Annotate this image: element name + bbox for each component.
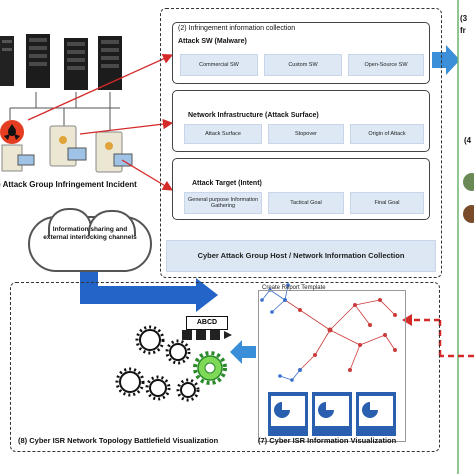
right-arrow-top xyxy=(432,45,460,75)
viz8-label: (8) Cyber ISR Network Topology Battlefie… xyxy=(18,436,219,445)
attack-sw-title: Attack SW (Malware) xyxy=(178,38,247,45)
red-dashed-connector xyxy=(412,318,474,358)
infected-computer-icon-2 xyxy=(49,125,87,167)
left-arrow-blue xyxy=(230,340,256,364)
right-clipped-label-4: (4 xyxy=(464,136,472,145)
chip-final-goal: Final Goal xyxy=(350,192,424,214)
cloud-bump-2 xyxy=(88,210,136,236)
network-topology-graph-blue xyxy=(261,284,301,381)
network-links xyxy=(9,92,120,130)
server-rack-2 xyxy=(26,34,50,88)
chip-stopover: Stopover xyxy=(268,124,344,144)
right-clipped-label-fr: fr xyxy=(460,26,466,35)
infected-computer-icon-3 xyxy=(95,131,133,173)
network-infra-title: Network Infrastructure (Attack Surface) xyxy=(188,112,319,119)
chip-commercial-sw: Commercial SW xyxy=(180,54,258,76)
collection-panel xyxy=(160,8,442,278)
hazard-icon xyxy=(0,120,24,144)
collection-title: (2) Infringement information collection xyxy=(178,25,296,32)
chip-open-source-sw: Open-Source SW xyxy=(348,54,424,76)
attack-target-title: Attack Target (Intent) xyxy=(192,180,262,187)
collection-arrows xyxy=(27,54,174,191)
abcd-control-icons xyxy=(182,330,232,340)
gear-icon-group xyxy=(115,325,227,402)
chip-custom-sw: Custom SW xyxy=(264,54,342,76)
incident-label: ) Attack Group Infringement Incident xyxy=(0,180,137,189)
right-clipped-label-3: (3 xyxy=(460,14,468,23)
chip-general-purpose: General purpose Information Gathering xyxy=(184,192,262,214)
server-rack-1 xyxy=(0,36,14,86)
create-report-label: Create Report Template xyxy=(262,285,326,291)
network-topology-graph xyxy=(284,299,396,371)
server-rack-4 xyxy=(98,36,122,90)
green-node-icon-2 xyxy=(463,205,474,223)
chip-attack-surface: Attack Surface xyxy=(184,124,262,144)
report-template-panel xyxy=(258,290,406,442)
abcd-box: ABCD xyxy=(186,316,228,330)
blue-flow-arrow xyxy=(80,258,206,304)
green-node-icon-1 xyxy=(463,173,474,191)
chip-tactical-goal: Tactical Goal xyxy=(268,192,344,214)
viz7-label: (7) Cyber ISR Information Visualization xyxy=(258,436,397,445)
collection-banner: Cyber Attack Group Host / Network Inform… xyxy=(166,240,436,272)
infected-computer-icon-1 xyxy=(1,144,35,172)
visualization-panel xyxy=(10,282,440,452)
chip-origin-of-attack: Origin of Attack xyxy=(350,124,424,144)
server-rack-3 xyxy=(64,38,88,90)
report-cards xyxy=(268,392,396,436)
cloud-text: Information sharing and external interlo… xyxy=(43,226,137,242)
